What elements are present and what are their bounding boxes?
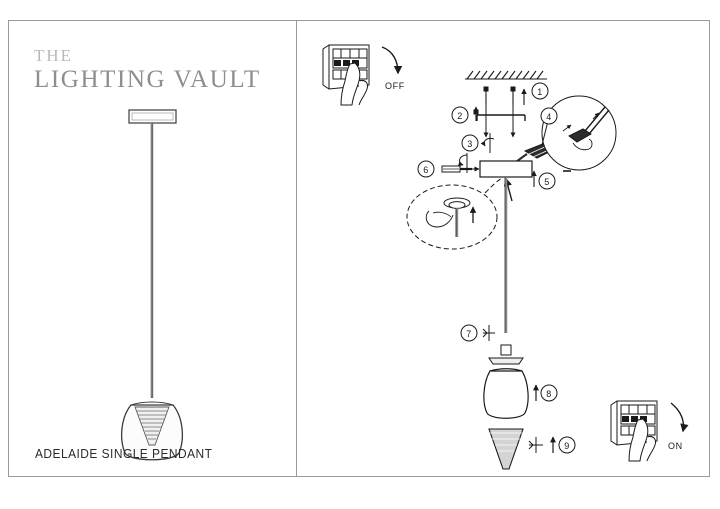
callout-9: 9 [528,436,576,454]
brand-logo: THE LIGHTING VAULT [34,47,261,95]
glass-shade-diagram-icon [483,368,529,419]
page-title: ADELAIDE SINGLE PENDANT [35,446,213,461]
callout-3-label: 3 [467,139,473,149]
breaker-off-label: OFF [385,81,405,91]
brand-line-the: THE [34,46,74,65]
breaker-panel-off-icon [322,44,370,106]
callout-7: 7 [460,324,495,342]
detail-bubble-cord-grip [406,177,503,250]
callout-5: 5 [531,170,571,190]
callout-1-label: 1 [537,87,543,97]
breaker-off-arrow-icon [381,46,403,75]
callout-5-label: 5 [544,177,550,187]
callout-2: 2 [451,106,469,124]
pendant-product-drawing [120,109,184,461]
canopy-plate-icon [479,160,533,178]
pendant-cord-icon [150,123,154,396]
callout-6: 6 [417,160,435,178]
installation-steps-drawing: OFF [322,44,689,470]
step-6-screw-icon [441,153,480,173]
callout-6-label: 6 [423,165,429,175]
breaker-panel-on-icon [610,400,658,462]
breaker-on-label: ON [668,441,683,451]
callout-1: 1 [531,82,549,100]
callout-4-label: 4 [546,112,552,122]
callout-9-label: 9 [564,441,570,451]
ceiling-screw-icons [483,86,527,105]
ceiling-surface-icon [465,70,547,80]
mounting-bracket-icon [476,105,526,133]
bulb-cone-icon [134,406,170,446]
brand-line-name: LIGHTING VAULT [34,66,261,93]
panel-divider [296,21,297,476]
breaker-on-arrow-icon [670,402,689,433]
step-3-rotation-icon [480,125,516,153]
bulb-cone-diagram-icon [488,428,524,470]
callout-2-label: 2 [457,111,463,121]
callout-8: 8 [533,384,558,402]
step-2-screw-icon [473,106,479,121]
installation-diagram-panel: OFF [297,21,711,476]
product-hero-panel: THE LIGHTING VAULT [9,21,296,476]
installed-cord-icon [504,177,508,333]
callout-7-label: 7 [466,329,472,339]
lamp-holder-icon [488,344,524,365]
detail-bubble-4: 4 [540,95,617,171]
ceiling-plate-icon [128,109,177,124]
callout-8-label: 8 [546,389,552,399]
callout-3: 3 [461,134,479,152]
instruction-sheet: THE LIGHTING VAULT [8,20,710,477]
